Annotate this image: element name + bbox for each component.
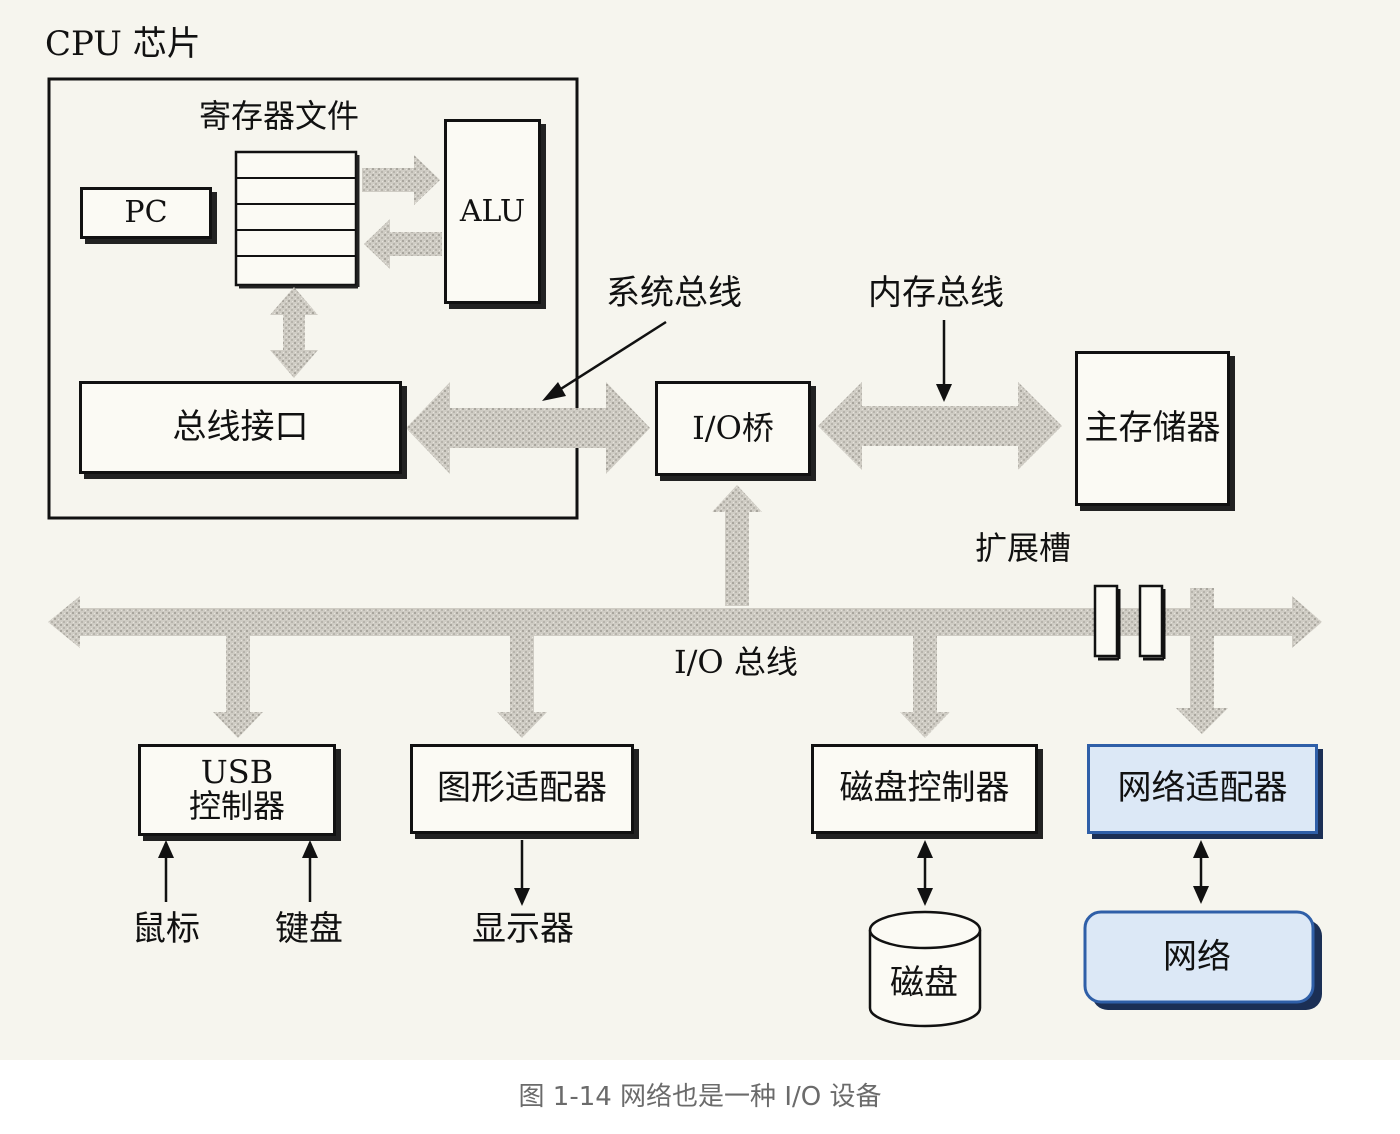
io-bus xyxy=(48,596,1322,648)
disk-arrow-head-up xyxy=(917,840,933,858)
disk-cylinder xyxy=(868,910,982,1028)
usb-controller-label-line1: USB xyxy=(200,753,274,792)
reg-to-alu-arrow xyxy=(362,155,440,205)
network-adapter-drop-arrow xyxy=(1176,588,1228,734)
memory-bus-arrow xyxy=(818,382,1062,470)
alu-box: ALU xyxy=(444,119,541,304)
usb-controller-box: USB 控制器 xyxy=(138,744,336,836)
graphics-drop-arrow xyxy=(497,636,547,738)
alu-to-reg-arrow xyxy=(364,219,442,269)
figure-caption: 图 1-14 网络也是一种 I/O 设备 xyxy=(518,1082,882,1112)
disk-controller-box: 磁盘控制器 xyxy=(811,744,1038,834)
keyboard-label: 键盘 xyxy=(275,909,343,949)
reg-bus-interface-arrow xyxy=(270,287,318,378)
bus-interface-box: 总线接口 xyxy=(79,381,402,474)
mouse-label: 鼠标 xyxy=(132,909,200,949)
network-label: 网络 xyxy=(1163,937,1231,977)
disk-arrow-head-down xyxy=(917,888,933,906)
network-adapter-box: 网络适配器 xyxy=(1087,744,1318,834)
main-memory-box: 主存储器 xyxy=(1075,351,1230,506)
system-bus-pointer xyxy=(555,320,667,394)
network-arrow-head-down xyxy=(1193,886,1209,904)
diagram-area: CPU 芯片 寄存器文件 PC ALU 总线接口 系统总线 内存总线 I/O桥 … xyxy=(0,0,1400,1060)
display-label: 显示器 xyxy=(472,909,574,949)
expansion-slot-cards xyxy=(1093,584,1166,661)
memory-bus-label: 内存总线 xyxy=(868,273,1004,313)
system-bus-arrow xyxy=(406,382,650,474)
pc-register: PC xyxy=(80,187,212,239)
disk-label: 磁盘 xyxy=(890,963,958,1003)
display-arrow-head xyxy=(514,888,530,906)
system-bus-label: 系统总线 xyxy=(606,273,742,313)
io-bridge-box: I/O桥 xyxy=(655,381,811,476)
memory-bus-pointer-head xyxy=(936,384,952,402)
expansion-slots-label: 扩展槽 xyxy=(975,529,1072,567)
cpu-chip-outline xyxy=(47,77,579,520)
keyboard-arrow-head xyxy=(302,840,318,858)
usb-drop-arrow xyxy=(213,636,263,738)
system-bus-pointer-head xyxy=(542,382,566,401)
io-bridge-stub-arrow xyxy=(712,485,762,606)
diagram-lines xyxy=(47,77,1322,1028)
network-arrow-head-up xyxy=(1193,840,1209,858)
disk-controller-drop-arrow xyxy=(900,636,950,738)
network-box xyxy=(1083,910,1315,1004)
graphics-adapter-box: 图形适配器 xyxy=(410,744,634,834)
usb-controller-label-line2: 控制器 xyxy=(188,787,285,825)
mouse-arrow-head xyxy=(158,840,174,858)
io-bus-label: I/O 总线 xyxy=(674,643,798,681)
register-file xyxy=(234,150,360,289)
register-file-label: 寄存器文件 xyxy=(199,97,360,135)
cpu-chip-title: CPU 芯片 xyxy=(45,24,201,64)
